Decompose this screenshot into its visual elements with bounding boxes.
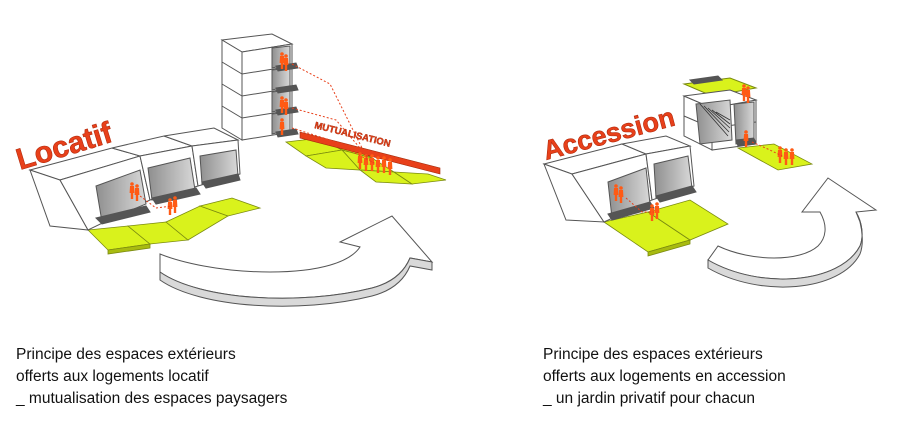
cycle-arrow-right — [707, 177, 878, 288]
tower-locatif — [220, 33, 299, 141]
caption-line: _ un jardin privatif pour chacun — [543, 390, 755, 407]
residents-tower — [279, 52, 393, 175]
caption-accession: Principe des espaces extérieurs offerts … — [543, 344, 786, 410]
caption-locatif: Principe des espaces extérieurs offerts … — [16, 344, 287, 410]
accession-diagram: Accession — [539, 75, 878, 288]
residents-duplex — [741, 84, 795, 165]
locatif-diagram: Locatif — [12, 33, 447, 307]
caption-line: Principe des espaces extérieurs — [16, 346, 236, 363]
cycle-arrow-left — [159, 215, 434, 307]
garden-private-right — [736, 143, 814, 171]
housing-row-accession — [542, 135, 697, 223]
caption-line: offerts aux logements locatif — [16, 368, 209, 385]
caption-line: offerts aux logements en accession — [543, 368, 786, 385]
residents-locatif — [129, 182, 178, 215]
caption-line: Principe des espaces extérieurs — [543, 346, 763, 363]
garden-row-left — [87, 197, 262, 255]
housing-row-locatif — [28, 127, 241, 231]
garden-row-right — [603, 199, 729, 257]
caption-line: _ mutualisation des espaces paysagers — [16, 390, 288, 407]
duplex-accession — [682, 75, 758, 151]
residents-accession — [613, 184, 660, 221]
